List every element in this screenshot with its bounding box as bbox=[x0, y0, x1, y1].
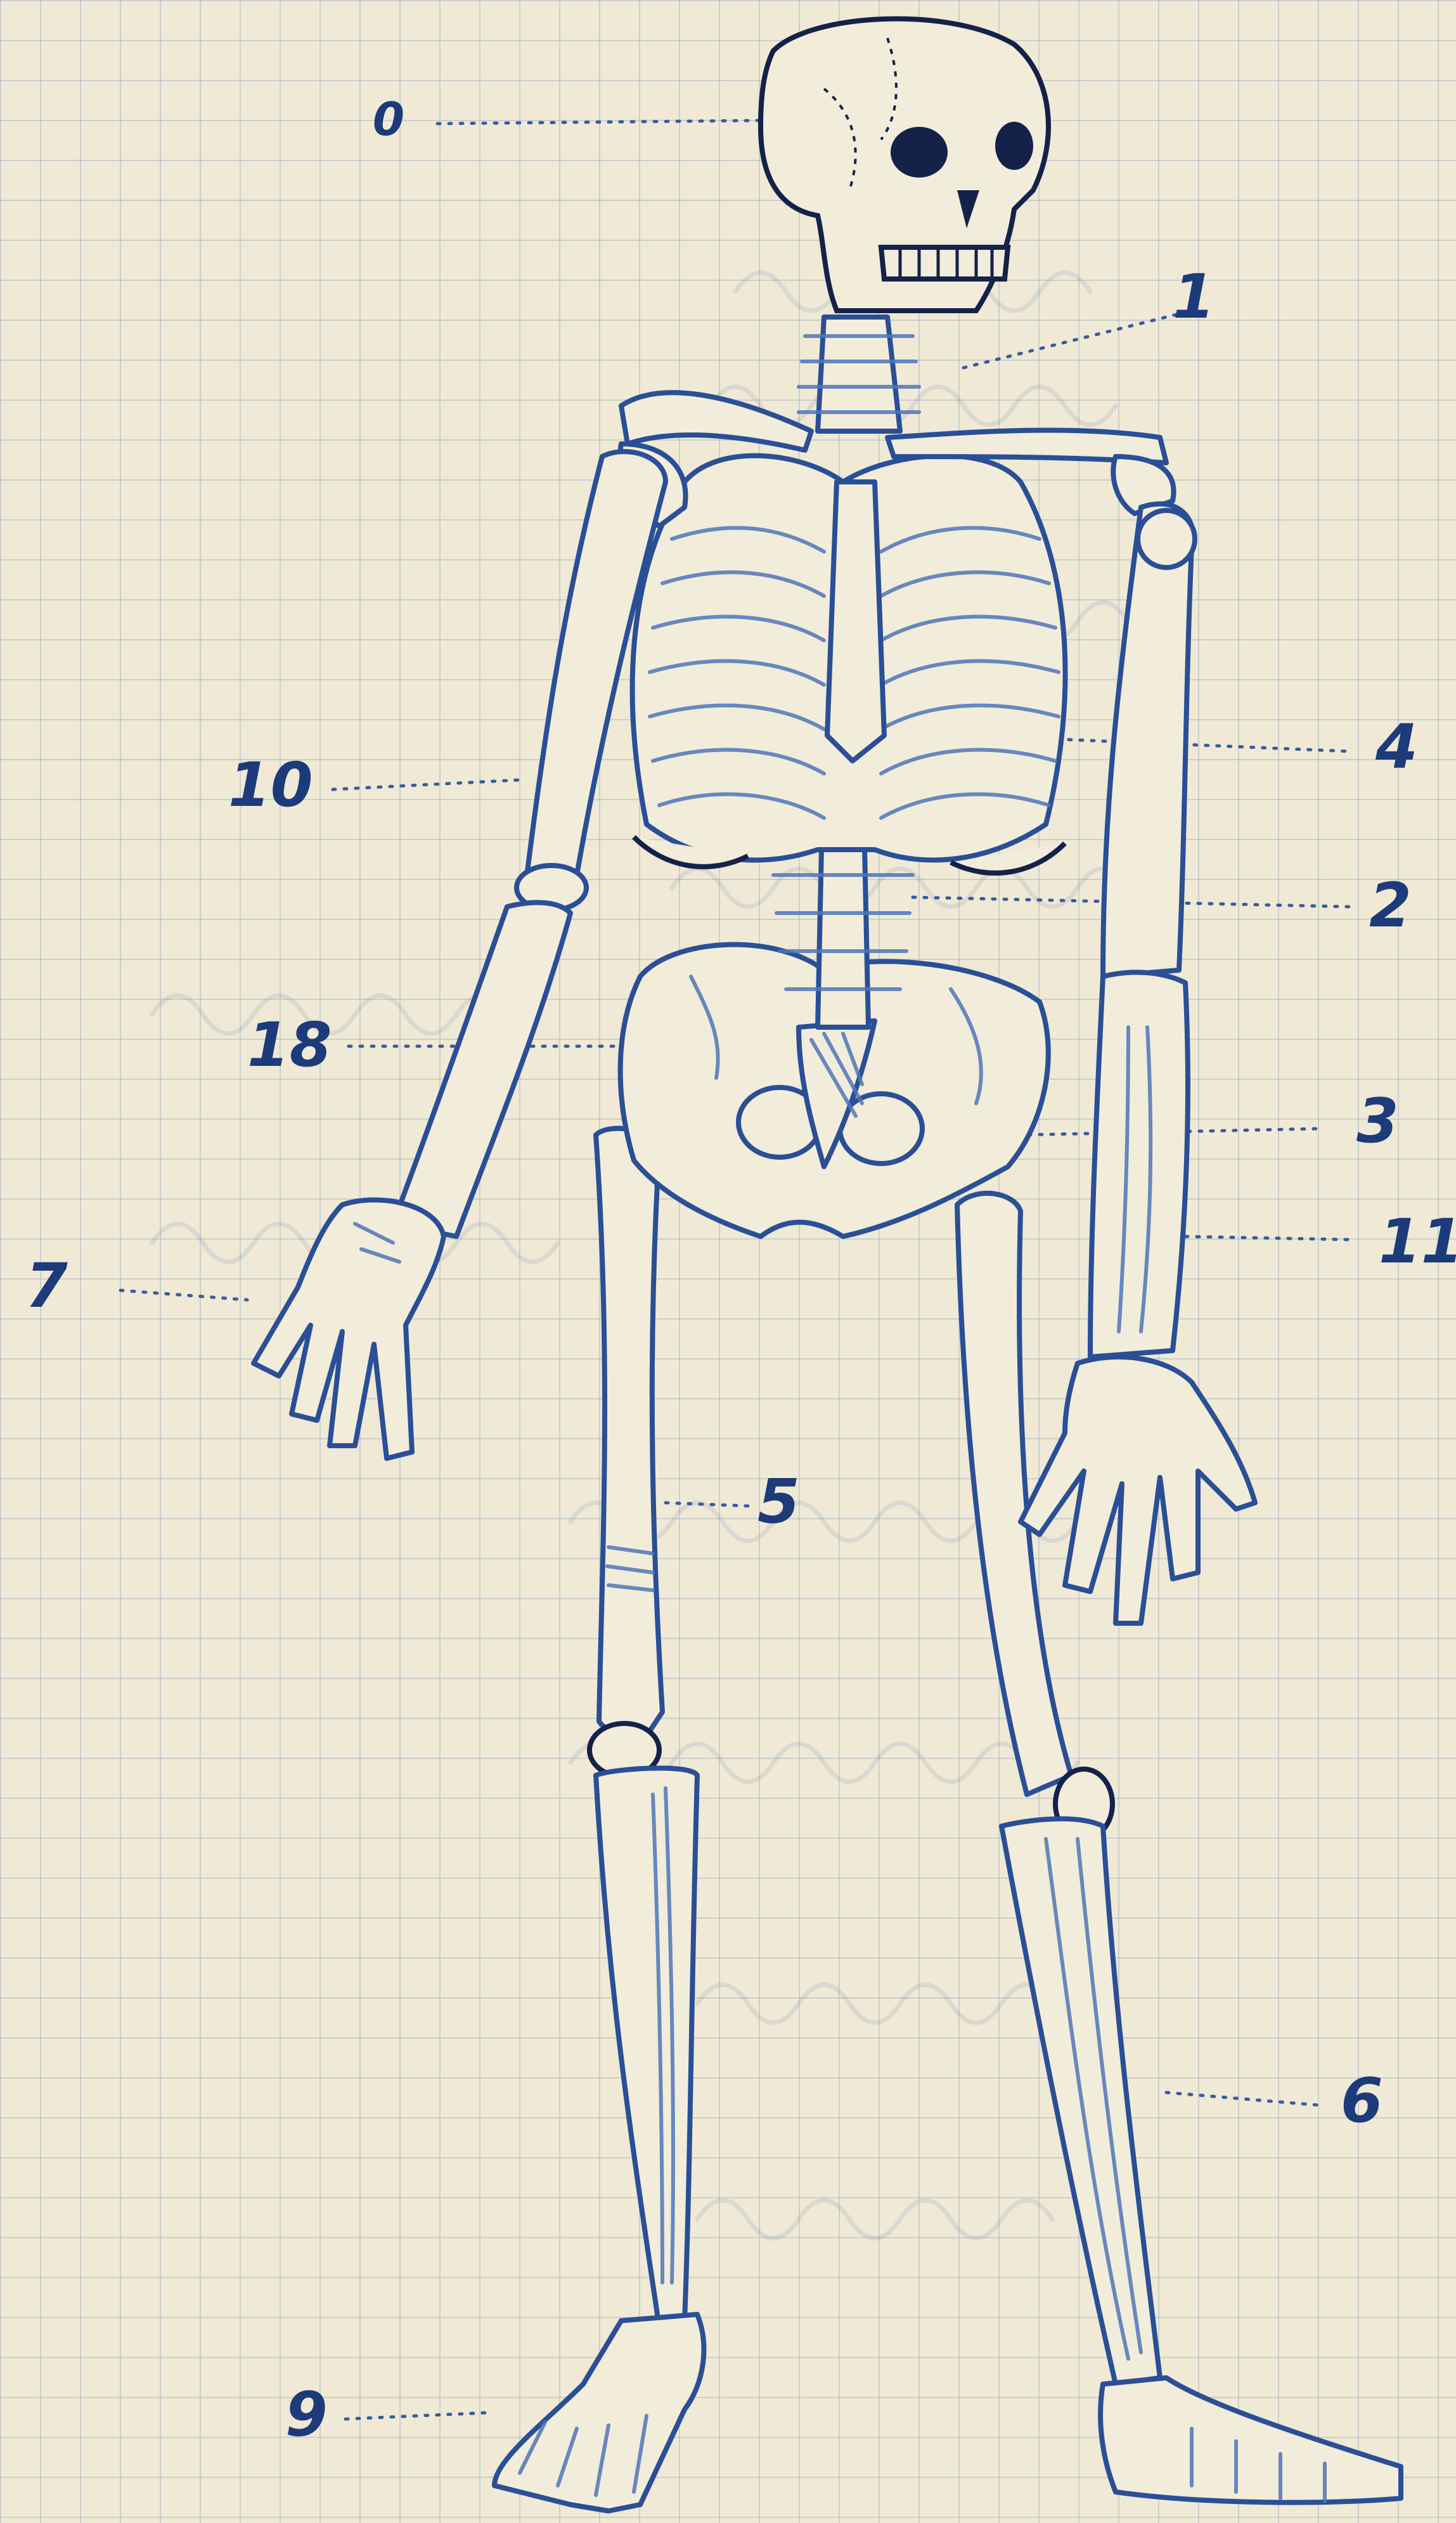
left-leg bbox=[494, 1129, 704, 2511]
label-5: 5 bbox=[757, 1471, 800, 1532]
label-7: 7 bbox=[25, 1255, 68, 1316]
label-2: 2 bbox=[1369, 875, 1412, 936]
neck-vertebrae bbox=[799, 317, 919, 431]
skull bbox=[761, 19, 1048, 311]
label-4: 4 bbox=[1375, 717, 1418, 777]
label-18: 18 bbox=[247, 1015, 332, 1075]
label-3: 3 bbox=[1356, 1091, 1399, 1151]
label-11: 11 bbox=[1379, 1211, 1456, 1272]
label-0: 0 bbox=[373, 96, 404, 142]
rib-cage bbox=[633, 456, 1066, 873]
label-1: 1 bbox=[1173, 266, 1215, 327]
label-9: 9 bbox=[285, 2384, 328, 2445]
label-10: 10 bbox=[228, 755, 313, 815]
label-6: 6 bbox=[1341, 2070, 1383, 2131]
